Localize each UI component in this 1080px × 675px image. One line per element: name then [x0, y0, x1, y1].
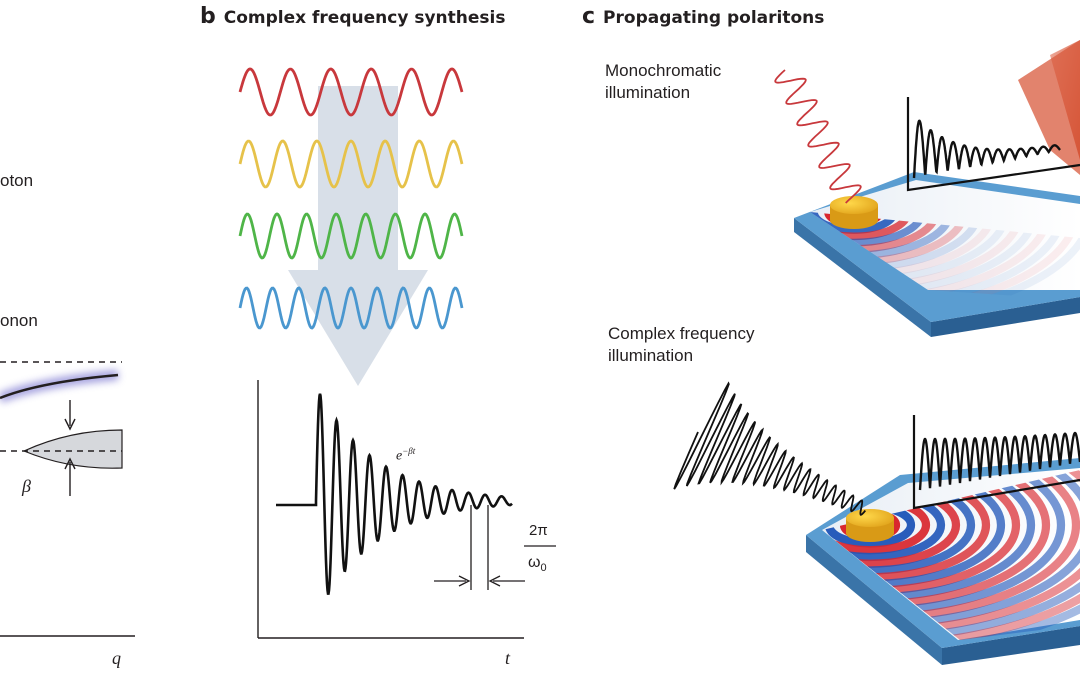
period-arrowhead-right: [488, 575, 501, 587]
panel-a: oton onon β q: [0, 0, 200, 675]
polariton-glow: [0, 370, 119, 403]
panel-b-title: b Complex frequency synthesis: [200, 4, 505, 29]
component-wave: [238, 286, 464, 330]
q-axis-label: q: [112, 648, 121, 668]
field-frame-top: [906, 97, 1080, 192]
laser-beam-core: [1018, 40, 1080, 175]
panel-c-heading: Propagating polaritons: [603, 8, 825, 28]
top-slab: [794, 172, 1080, 337]
component-wave: [238, 212, 464, 260]
top-slab-front-left: [794, 218, 931, 337]
phonon-label: onon: [0, 311, 38, 330]
decay-base: e: [396, 448, 403, 464]
beta-arrowhead-bottom: [64, 457, 76, 470]
field-frame-bottom: [912, 415, 1080, 510]
panel-c: c Propagating polaritons: [580, 0, 1080, 675]
panel-c-letter: c: [582, 4, 596, 29]
component-wave: [238, 139, 464, 189]
component-wave: [238, 67, 464, 117]
bottom-slab-front-right: [942, 626, 1080, 665]
component-waves: [238, 67, 464, 330]
antenna-cap-top: [830, 196, 878, 214]
antenna-cap-bottom: [846, 509, 894, 527]
bottom-slab-front-left: [806, 535, 942, 665]
dispersion-plot: [0, 361, 135, 637]
complex-frequency-wave: [673, 381, 866, 516]
panel-b-heading: Complex frequency synthesis: [223, 8, 506, 28]
mono-label-line1: Monochromatic: [605, 61, 722, 80]
mono-label-line2: illumination: [605, 83, 691, 102]
polariton-branch: [0, 373, 119, 400]
panel-b-letter: b: [200, 4, 216, 29]
period-denominator: ω0: [528, 554, 547, 574]
field-profile-bottom: [918, 431, 1080, 491]
period-numerator: 2π: [529, 522, 548, 539]
polariton-illustration: [673, 40, 1080, 665]
omega-subscript: 0: [540, 562, 547, 575]
gold-antenna-bottom: [846, 509, 894, 542]
decay-exponent: −βt: [402, 446, 416, 456]
beta-label: β: [22, 476, 31, 496]
photon-label: oton: [0, 171, 34, 190]
decaying-signal: [276, 393, 513, 595]
wavefront: [810, 212, 898, 234]
t-axis-label: t: [505, 648, 511, 668]
decay-envelope-label: e−βt: [396, 446, 415, 465]
top-slab-front-right: [931, 297, 1080, 337]
synthesis-diagram: [238, 67, 556, 639]
gold-antenna-top: [830, 196, 878, 229]
beta-arrowhead-top: [64, 418, 76, 431]
omega: ω: [528, 554, 541, 571]
period-arrowhead-left: [458, 575, 471, 587]
monochromatic-wave: [774, 69, 862, 204]
panel-c-title: c Propagating polaritons: [582, 4, 824, 29]
complex-label-line2: illumination: [608, 346, 694, 365]
complex-label-line1: Complex frequency: [608, 324, 755, 343]
field-profile-top: [912, 119, 1061, 179]
broadened-band: [22, 429, 123, 469]
wavefront: [810, 212, 912, 241]
